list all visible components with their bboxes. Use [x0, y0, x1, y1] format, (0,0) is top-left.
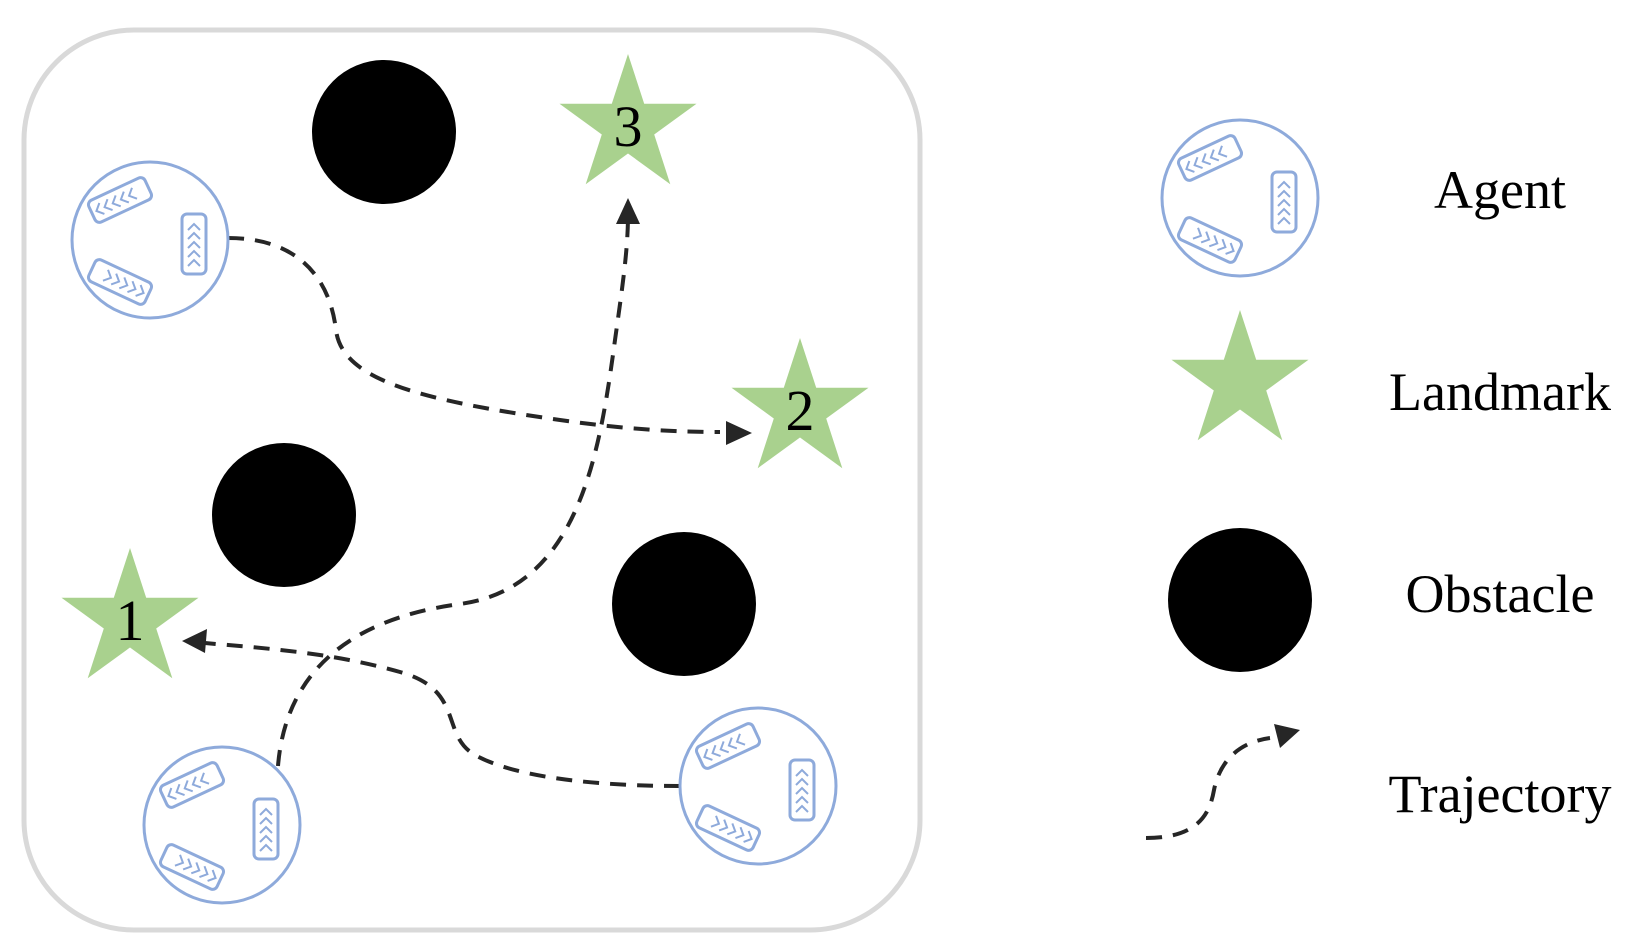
legend: Agent Landmark Obstacle Trajectory	[1145, 118, 1612, 840]
agent-robot	[678, 706, 838, 866]
obstacle-legend-icon	[1168, 528, 1312, 672]
agent-legend-icon	[1160, 118, 1320, 278]
landmark-1: 1	[61, 548, 199, 679]
obstacle	[312, 60, 456, 204]
landmark-legend-icon	[1171, 310, 1309, 441]
obstacle	[612, 532, 756, 676]
legend-trajectory: Trajectory	[1145, 724, 1612, 840]
trajectory-to-landmark-1	[204, 641, 681, 788]
landmark-2: 2	[731, 338, 869, 469]
agent-robot	[70, 160, 230, 320]
landmark-3: 3	[559, 54, 697, 185]
landmark-number: 1	[116, 588, 145, 653]
legend-agent-label: Agent	[1434, 160, 1566, 220]
arrowhead	[182, 629, 207, 653]
legend-trajectory-label: Trajectory	[1389, 764, 1612, 824]
agent-robot	[142, 745, 302, 905]
legend-landmark-label: Landmark	[1389, 362, 1611, 422]
trajectory-legend-icon	[1145, 724, 1300, 840]
landmark-number: 2	[786, 378, 815, 443]
legend-obstacle: Obstacle	[1168, 528, 1594, 672]
arrowhead	[616, 198, 640, 224]
trajectories	[204, 214, 721, 788]
arena-boundary	[21, 27, 923, 933]
arrowhead	[726, 421, 752, 445]
trajectory-to-landmark-3	[276, 214, 630, 767]
legend-obstacle-label: Obstacle	[1406, 564, 1595, 624]
trajectory-arrowheads	[182, 198, 752, 653]
trajectory-to-landmark-2	[227, 236, 721, 434]
legend-landmark: Landmark	[1171, 310, 1611, 441]
landmark-number: 3	[614, 94, 643, 159]
obstacle	[212, 443, 356, 587]
legend-agent: Agent	[1160, 118, 1566, 278]
